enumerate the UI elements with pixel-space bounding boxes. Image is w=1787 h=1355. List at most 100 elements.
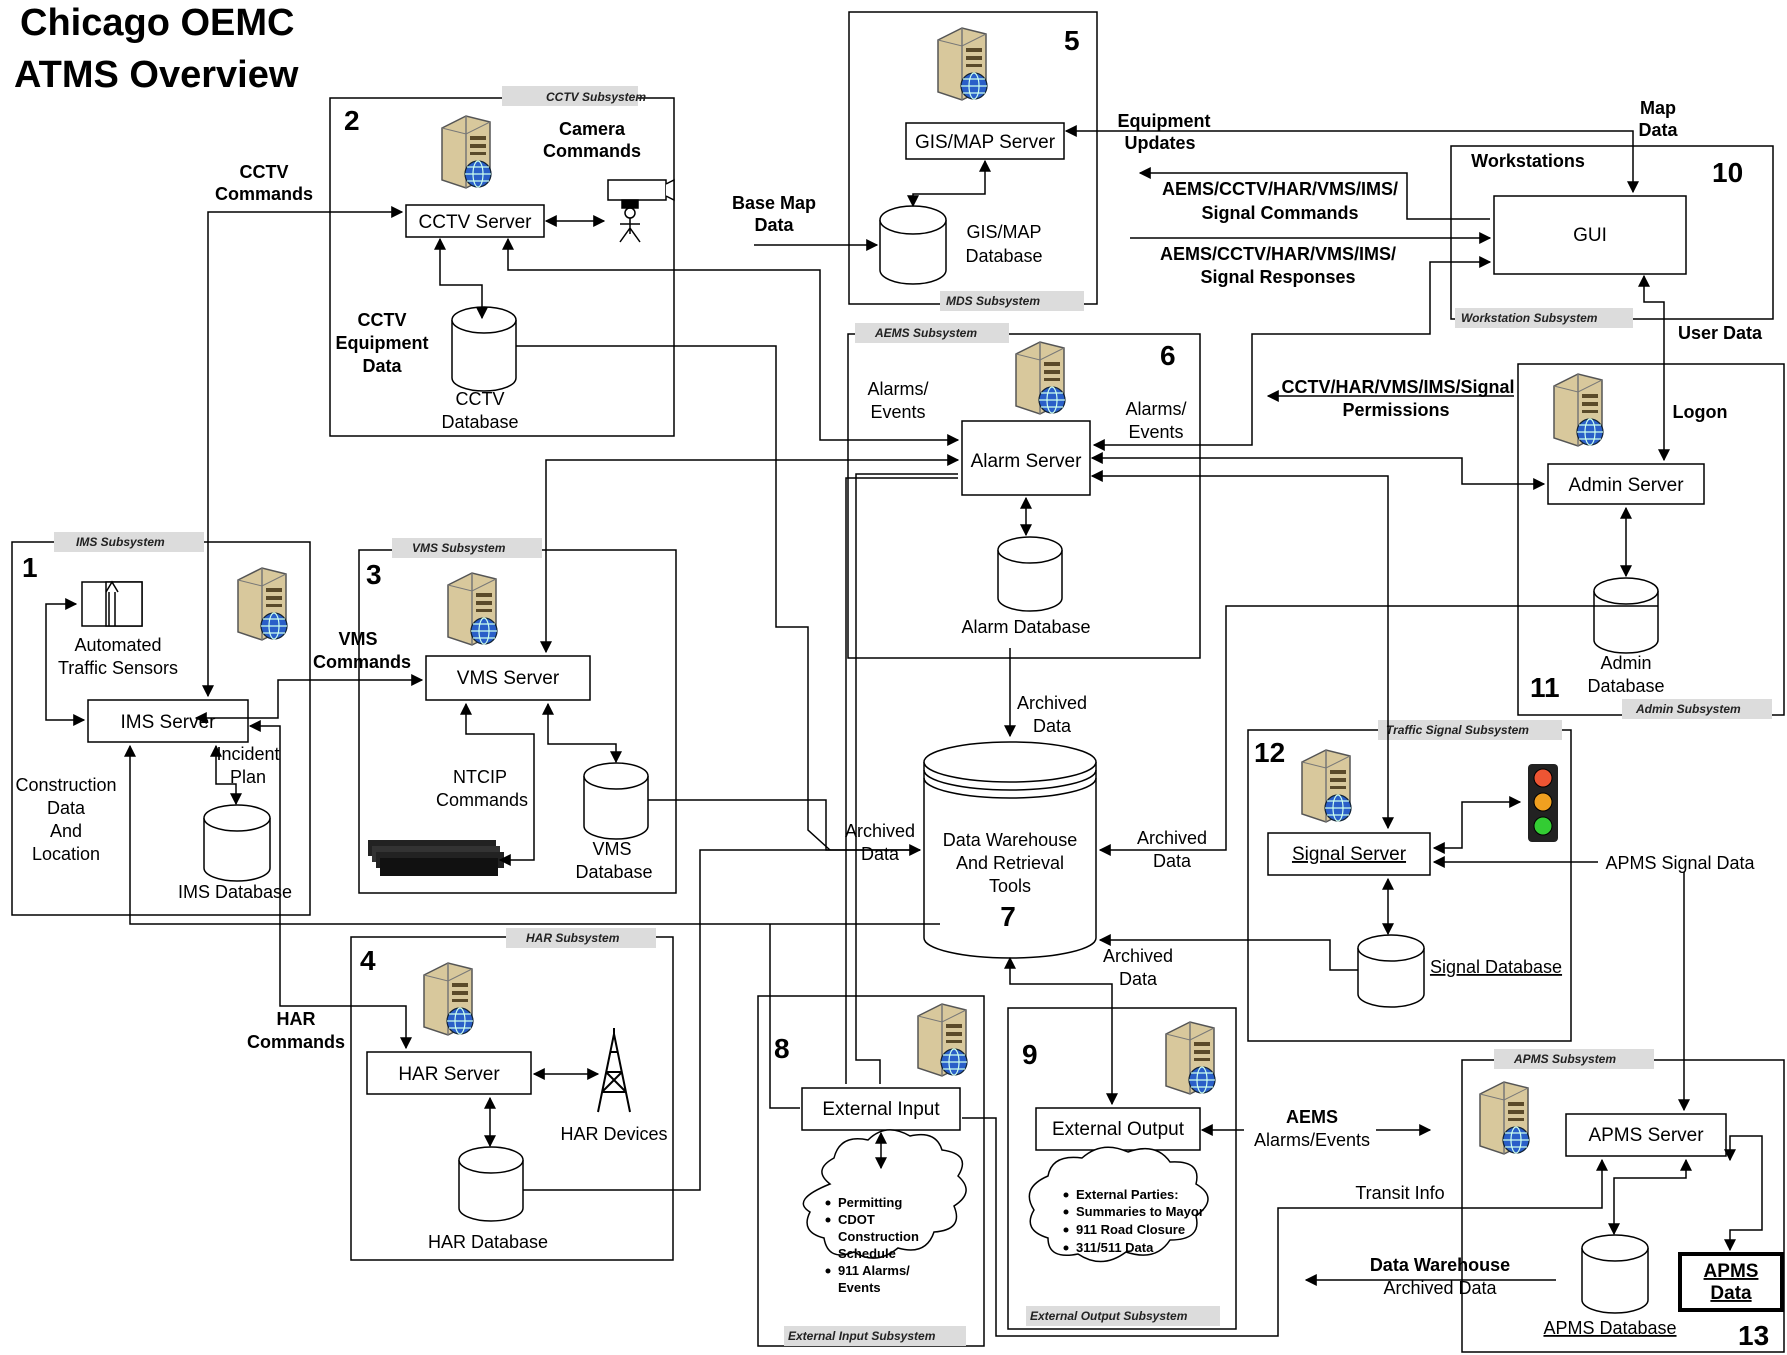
archived-data-top-label-2: Data bbox=[1033, 716, 1072, 736]
gis-server-box[interactable] bbox=[905, 122, 1065, 160]
construction-data-label-3: And bbox=[50, 821, 82, 841]
external-output-item-4: 311/511 Data bbox=[1076, 1240, 1154, 1255]
har-devices-label: HAR Devices bbox=[560, 1124, 667, 1144]
cctv-server-label: CCTV Server bbox=[419, 212, 533, 233]
archived-data-right-label-1: Archived bbox=[1137, 828, 1207, 848]
aems-alarms-events-label-2: Alarms/Events bbox=[1254, 1130, 1370, 1150]
alarm-server-label: Alarm Server bbox=[971, 451, 1083, 472]
signal-server-icon bbox=[1301, 749, 1352, 823]
admin-subsystem-label: Admin Subsystem bbox=[1635, 702, 1741, 716]
ims-server-label: IMS Server bbox=[120, 712, 216, 733]
external-input-label: External Input bbox=[822, 1099, 940, 1120]
user-data-label: User Data bbox=[1678, 323, 1763, 343]
signal-server-box[interactable] bbox=[1267, 832, 1431, 876]
admin-database-label-1: Admin bbox=[1600, 653, 1651, 673]
cctv-subsystem-label: CCTV Subsystem bbox=[546, 90, 646, 104]
automated-traffic-sensors-label-2: Traffic Sensors bbox=[58, 658, 178, 678]
title-line-2: ATMS Overview bbox=[14, 54, 299, 96]
archived-data-right-label-2: Data bbox=[1153, 851, 1192, 871]
traffic-light-icon bbox=[1528, 764, 1558, 842]
gui-box[interactable] bbox=[1493, 195, 1687, 275]
ntcip-commands-label-1: NTCIP bbox=[453, 767, 507, 787]
vms-database-label-2: Database bbox=[575, 862, 652, 882]
signal-server-label: Signal Server bbox=[1292, 844, 1407, 865]
vms-server-label: VMS Server bbox=[457, 668, 560, 689]
external-input-subsystem-label: External Input Subsystem bbox=[788, 1329, 936, 1343]
apms-data-label-1: APMS bbox=[1704, 1261, 1759, 1282]
cctv-commands-label-1: CCTV bbox=[240, 162, 289, 182]
subsystem-number-3: 3 bbox=[366, 559, 382, 590]
subsystem-number-2: 2 bbox=[344, 105, 360, 136]
external-input-cloud bbox=[802, 1129, 967, 1259]
subsystem-number-13: 13 bbox=[1738, 1320, 1769, 1351]
admin-server-icon bbox=[1553, 373, 1604, 447]
gui-label: GUI bbox=[1573, 225, 1607, 246]
apms-server-box[interactable] bbox=[1565, 1113, 1727, 1157]
subsystem-number-9: 9 bbox=[1022, 1039, 1038, 1070]
vms-database-icon bbox=[583, 776, 649, 840]
cctv-server-box[interactable] bbox=[405, 204, 545, 238]
signal-responses-label-2: Signal Responses bbox=[1200, 267, 1355, 287]
vms-sign-icon bbox=[368, 840, 504, 876]
map-data-label-1: Map bbox=[1640, 98, 1676, 118]
permissions-label-2: Permissions bbox=[1342, 400, 1449, 420]
external-input-box[interactable] bbox=[801, 1087, 961, 1131]
alarms-events-right-label-1: Alarms/ bbox=[1125, 399, 1186, 419]
mds-subsystem-label: MDS Subsystem bbox=[946, 294, 1040, 308]
admin-server-box[interactable] bbox=[1547, 463, 1705, 505]
external-output-item-1: External Parties: bbox=[1076, 1187, 1179, 1202]
vms-commands-label-2: Commands bbox=[313, 652, 411, 672]
archived-data-top-label-1: Archived bbox=[1017, 693, 1087, 713]
har-subsystem-label: HAR Subsystem bbox=[526, 931, 620, 945]
har-commands-label-2: Commands bbox=[247, 1032, 345, 1052]
permissions-label-1: CCTV/HAR/VMS/IMS/Signal bbox=[1281, 377, 1514, 397]
external-input-item-5: 911 Alarms/ bbox=[838, 1263, 910, 1278]
har-server-box[interactable] bbox=[366, 1051, 532, 1095]
archived-data-left-label-2: Data bbox=[861, 844, 900, 864]
traffic-sensor-icon bbox=[81, 580, 143, 627]
signal-database-label: Signal Database bbox=[1430, 957, 1562, 977]
subsystem-number-7: 7 bbox=[1000, 901, 1016, 932]
cctv-commands-label-2: Commands bbox=[215, 184, 313, 204]
cctv-database-label-2: Database bbox=[441, 412, 518, 432]
vms-commands-label-1: VMS bbox=[338, 629, 377, 649]
apms-data-label-2: Data bbox=[1710, 1283, 1752, 1304]
gis-database-label-2: Database bbox=[965, 246, 1042, 266]
apms-database-label: APMS Database bbox=[1543, 1318, 1676, 1338]
alarms-events-right-label-2: Events bbox=[1128, 422, 1183, 442]
external-input-item-3: Construction bbox=[838, 1229, 919, 1244]
gis-server-label: GIS/MAP Server bbox=[915, 132, 1056, 153]
external-output-subsystem-box bbox=[1007, 1007, 1237, 1330]
admin-server-label: Admin Server bbox=[1568, 475, 1684, 496]
traffic-signal-subsystem-label: Traffic Signal Subsystem bbox=[1386, 723, 1529, 737]
vms-server-box[interactable] bbox=[425, 655, 591, 701]
incident-plan-label-2: Plan bbox=[230, 767, 266, 787]
apms-data-box[interactable] bbox=[1678, 1252, 1784, 1312]
apms-signal-data-label: APMS Signal Data bbox=[1605, 853, 1755, 873]
equipment-updates-label-1: Equipment bbox=[1118, 111, 1211, 131]
archived-data-left-label-1: Archived bbox=[845, 821, 915, 841]
transit-info-label: Transit Info bbox=[1355, 1183, 1444, 1203]
external-output-cloud bbox=[1028, 1146, 1209, 1263]
signal-commands-label-2: Signal Commands bbox=[1201, 203, 1358, 223]
apms-subsystem-label: APMS Subsystem bbox=[1513, 1052, 1616, 1066]
subsystem-number-11: 11 bbox=[1530, 672, 1560, 703]
apms-server-icon bbox=[1479, 1081, 1530, 1155]
base-map-data-label-1: Base Map bbox=[732, 193, 816, 213]
alarm-server-icon bbox=[1015, 341, 1066, 415]
ntcip-commands-label-2: Commands bbox=[436, 790, 528, 810]
connector-lines bbox=[45, 125, 1763, 1337]
subsystem-number-4: 4 bbox=[360, 945, 376, 976]
har-server-icon bbox=[423, 962, 474, 1036]
alarm-database-icon bbox=[997, 550, 1063, 612]
ims-subsystem-label: IMS Subsystem bbox=[76, 535, 165, 549]
construction-data-label-4: Location bbox=[32, 844, 100, 864]
external-input-item-6: Events bbox=[838, 1280, 881, 1295]
subsystem-number-8: 8 bbox=[774, 1033, 790, 1064]
cctv-equipment-data-label-2: Equipment bbox=[336, 333, 429, 353]
alarm-server-box[interactable] bbox=[961, 420, 1091, 496]
data-warehouse-archived-label-1: Data Warehouse bbox=[1370, 1255, 1510, 1275]
signal-database-icon bbox=[1357, 948, 1425, 1008]
